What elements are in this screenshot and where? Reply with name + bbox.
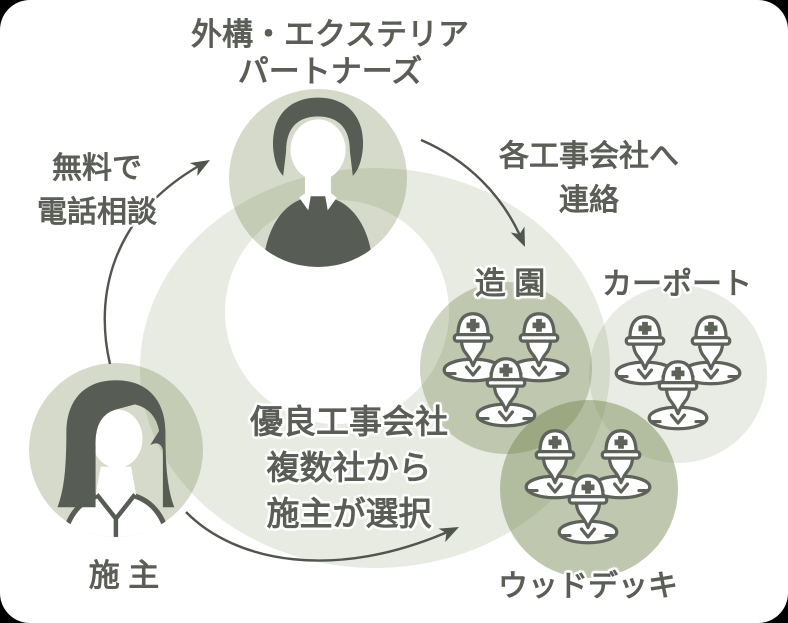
- arrowhead-to-companies: [510, 226, 525, 247]
- free-call-line1: 無料で: [52, 152, 142, 185]
- wooddeck-label: ウッドデッキ: [498, 570, 678, 603]
- free-call-line2: 電話相談: [37, 196, 157, 229]
- free-call-annotation: 無料で 電話相談: [37, 147, 157, 235]
- contact-annotation: 各工事会社へ 連絡: [499, 135, 679, 223]
- cycle-ring: [140, 168, 610, 568]
- arrow-partner-to-companies: [420, 138, 524, 241]
- contact-line1: 各工事会社へ: [499, 140, 679, 173]
- selection-annotation: 優良工事会社 複数社から 施主が選択: [250, 399, 448, 537]
- selection-line3: 施主が選択: [266, 495, 432, 532]
- arrowhead-selects: [438, 527, 459, 543]
- owner-label: 施 主: [88, 558, 160, 593]
- contact-line2: 連絡: [559, 184, 619, 217]
- selection-line1: 優良工事会社: [250, 403, 448, 440]
- partner-title-line2: パートナーズ: [237, 54, 423, 89]
- arrowhead-to-partner: [189, 160, 210, 176]
- zouen-label: 造 園: [474, 266, 546, 301]
- arrow-owner-to-partner: [103, 161, 205, 365]
- partner-title-line1: 外構・エクステリア: [190, 17, 470, 52]
- partner-title: 外構・エクステリア パートナーズ: [191, 16, 469, 90]
- arrow-owner-selects: [185, 511, 453, 562]
- carport-label: カーポート: [602, 268, 752, 301]
- selection-line2: 複数社から: [266, 449, 432, 486]
